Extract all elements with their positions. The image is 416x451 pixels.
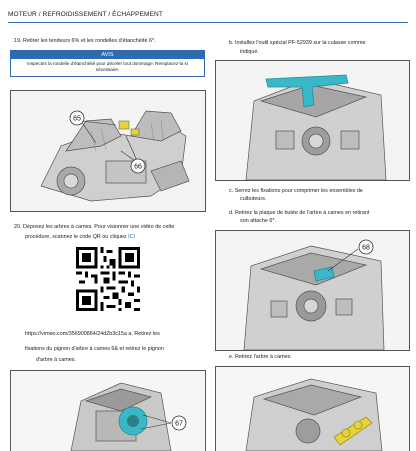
step-a-line3: d'arbre à cames. [36,357,76,363]
notice-title: AVIS [11,51,204,59]
step-c-line1: c. Serrez les fixations pour comprimer l… [229,188,363,194]
cylinder-head-sprocket-illustration: 67 [11,371,205,451]
step-b-line1: b. Installez l'outil spécial PF-52939 su… [229,40,366,46]
video-link[interactable]: ICI [128,234,135,240]
figure-engine-tensioners: 65 66 [10,90,206,212]
figure-camshaft-thrust-plate: 68 [215,230,410,351]
step-a-line2: fixations du pignon d'arbre à cames 6& e… [25,346,164,352]
step-20-line1: 20. Déposez les arbres à cames. Pour vis… [14,224,175,230]
video-url-line: https://vimeo.com/356900864/24d2b3c15a a… [25,331,160,337]
step-e-text: e. Retirez l'arbre à cames. [229,354,292,360]
step-19-text: 19. Retirer les tendeurs 6% et les ronde… [14,38,156,44]
callout-65: 65 [73,116,81,123]
figure-special-tool [215,60,410,181]
step-d-line1: d. Retirez la plaque de butée de l'arbre… [229,210,370,216]
thrust-plate-illustration: 68 [216,231,409,350]
engine-illustration: 65 66 [11,91,205,211]
step-b-line2: indiqué. [240,49,259,55]
special-tool-illustration [216,61,409,180]
notice-body: Inspectez la rondelle d'étanchéité pour … [27,61,188,73]
camshaft-removal-illustration [216,367,409,451]
notice-box: AVIS Inspectez la rondelle d'étanchéité … [10,50,205,78]
step-d-line2: son attache 6*. [240,218,276,224]
callout-66: 66 [134,164,142,171]
breadcrumb: MOTEUR / REFROIDISSEMENT / ÉCHAPPEMENT [8,11,163,18]
qr-code-image [76,247,140,311]
step-c-line2: culbuteurs. [240,196,267,202]
callout-68: 68 [362,245,370,252]
header-rule [8,22,408,23]
step-20-line2: procédure, scannez le code QR ou cliquez… [25,234,135,240]
qr-code[interactable] [76,247,140,311]
figure-remove-camshaft [215,366,410,451]
figure-camshaft-sprocket: 67 [10,370,206,451]
callout-67: 67 [175,421,183,428]
